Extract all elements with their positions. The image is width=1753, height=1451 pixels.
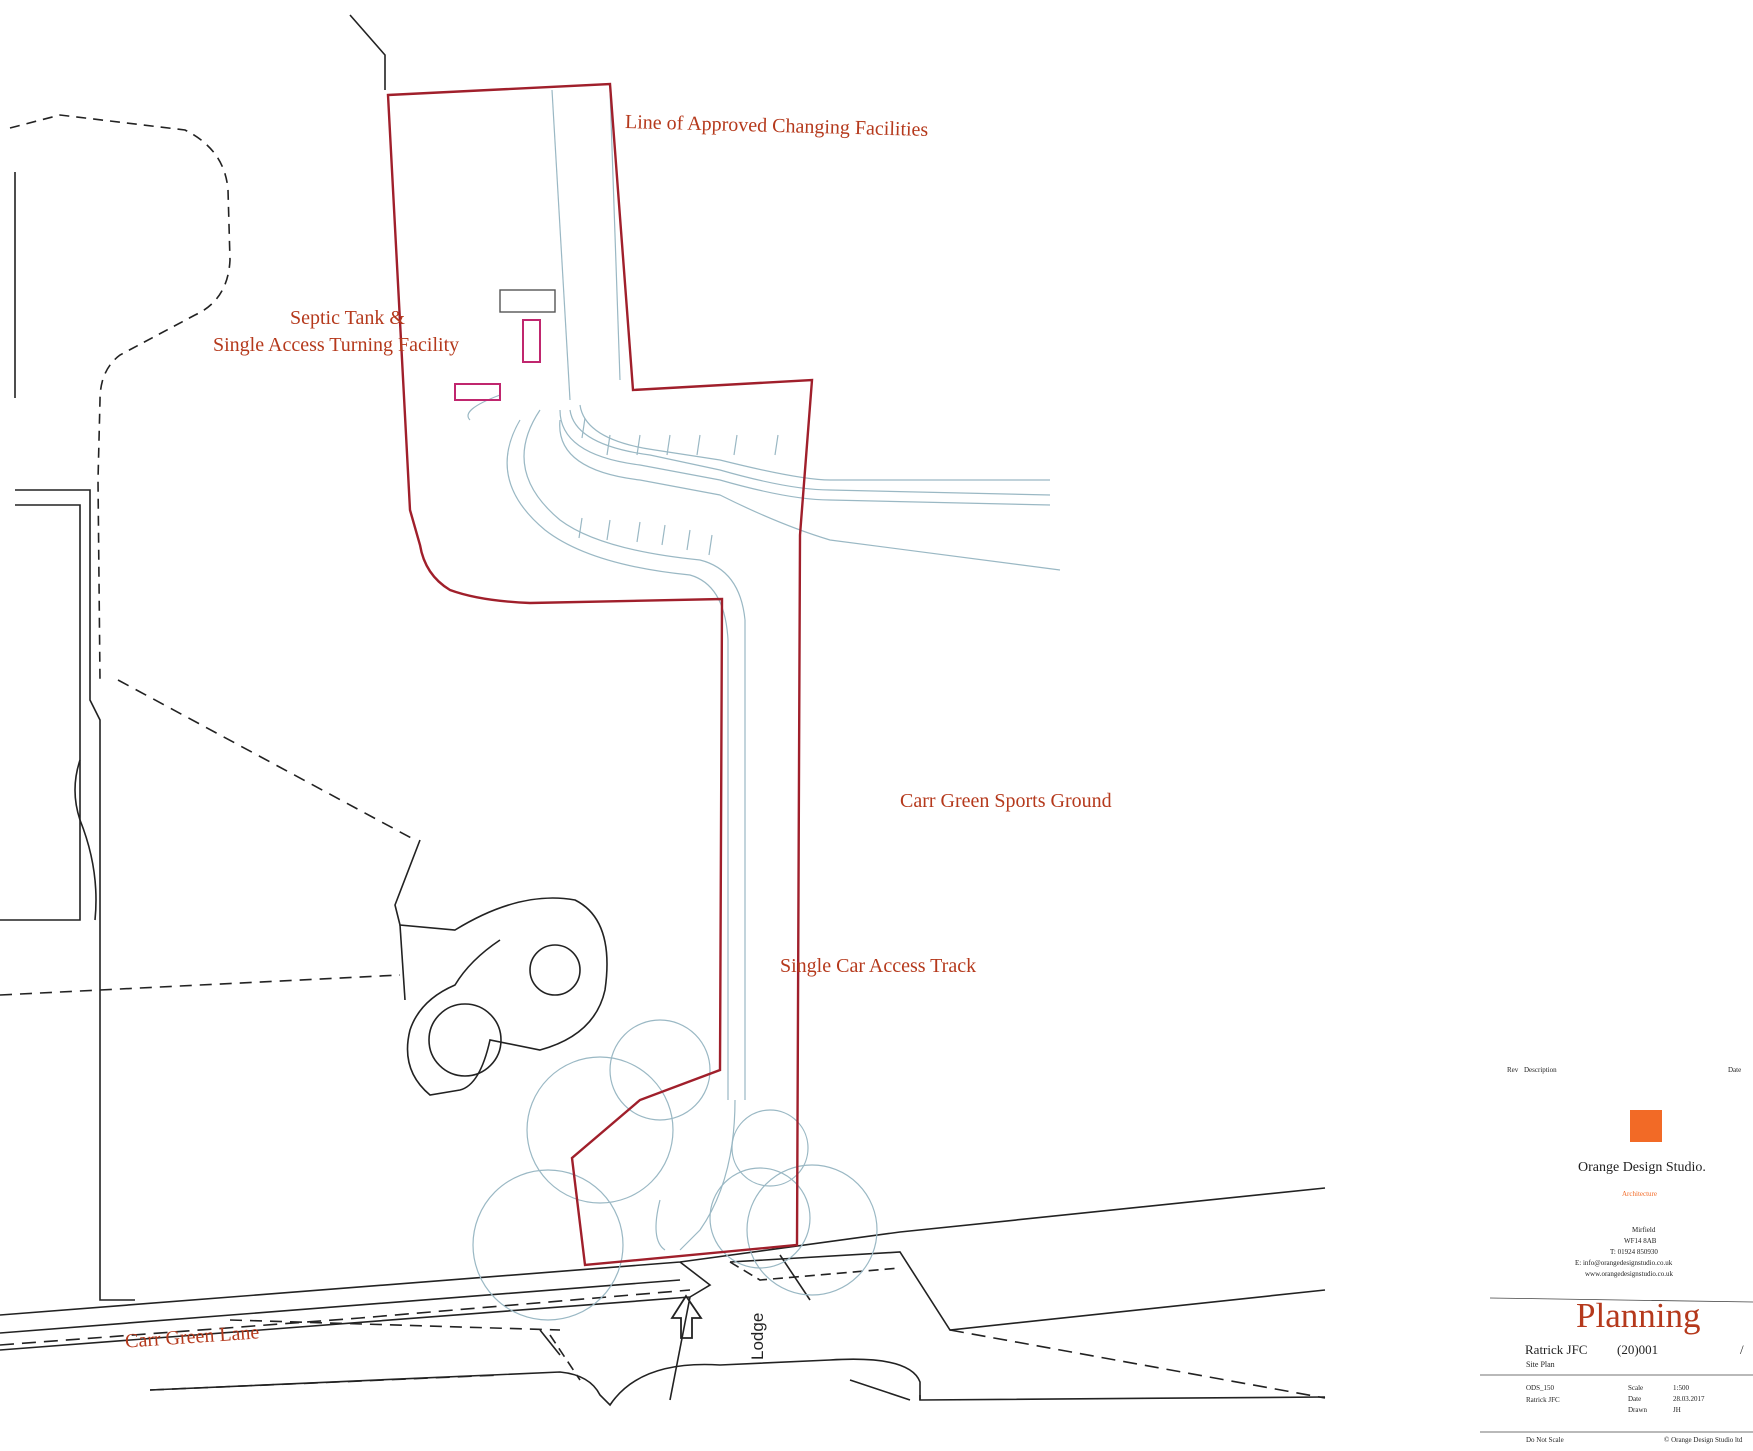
tb-drawn-value: JH <box>1673 1406 1681 1414</box>
tb-rev-header: Rev <box>1507 1066 1519 1074</box>
label-sports-ground: Carr Green Sports Ground <box>900 790 1112 812</box>
logo-square <box>1630 1110 1662 1142</box>
label-access-track: Single Car Access Track <box>780 955 977 977</box>
tb-drawing-no: (20)001 <box>1617 1342 1659 1357</box>
label-septic-line2: Single Access Turning Facility <box>213 334 460 356</box>
access-arrow <box>670 1294 703 1339</box>
tb-ref-code: ODS_150 <box>1526 1384 1555 1392</box>
tb-ref-client: Ratrick JFC <box>1526 1396 1560 1404</box>
contour-line <box>559 409 1051 506</box>
tb-address-1: Mirfield <box>1632 1226 1656 1234</box>
car-marker <box>522 319 541 363</box>
tb-footer-right: © Orange Design Studio ltd <box>1664 1436 1743 1444</box>
label-septic-line1: Septic Tank & <box>290 307 405 329</box>
tb-drawn-label: Drawn <box>1628 1406 1648 1414</box>
label-lodge: Lodge <box>748 1312 767 1360</box>
existing-building-left <box>14 172 135 1301</box>
tb-address-4: E: info@orangedesignstudio.co.uk <box>1575 1259 1673 1267</box>
site-boundary <box>386 82 814 1267</box>
tree-canopy <box>609 1019 711 1121</box>
tb-date-label: Date <box>1628 1395 1642 1403</box>
tb-address-5: www.orangedesignstudio.co.uk <box>1585 1270 1674 1278</box>
existing-boundary-dashed <box>9 114 231 681</box>
fence-dashed <box>0 679 561 1331</box>
tb-scale-value: 1:500 <box>1673 1384 1689 1392</box>
tb-footer-left: Do Not Scale <box>1526 1436 1564 1444</box>
tb-date-header: Date <box>1728 1066 1742 1074</box>
tb-subtitle: Architecture <box>1622 1190 1657 1198</box>
tb-slash: / <box>1740 1342 1744 1357</box>
tb-address-3: T: 01924 850930 <box>1610 1248 1658 1256</box>
tb-address-2: WF14 8AB <box>1624 1237 1657 1245</box>
tb-company: Orange Design Studio. <box>1578 1160 1706 1175</box>
tb-scale-label: Scale <box>1628 1384 1644 1392</box>
tb-client: Ratrick JFC <box>1525 1342 1588 1357</box>
tb-status: Planning <box>1576 1296 1701 1335</box>
tb-date-value: 28.03.2017 <box>1673 1395 1705 1403</box>
tb-description-header: Description <box>1524 1066 1557 1074</box>
carr-green-lane-edge <box>0 1187 1326 1351</box>
tb-drawing-title: Site Plan <box>1526 1360 1555 1369</box>
septic-tank <box>499 289 556 313</box>
